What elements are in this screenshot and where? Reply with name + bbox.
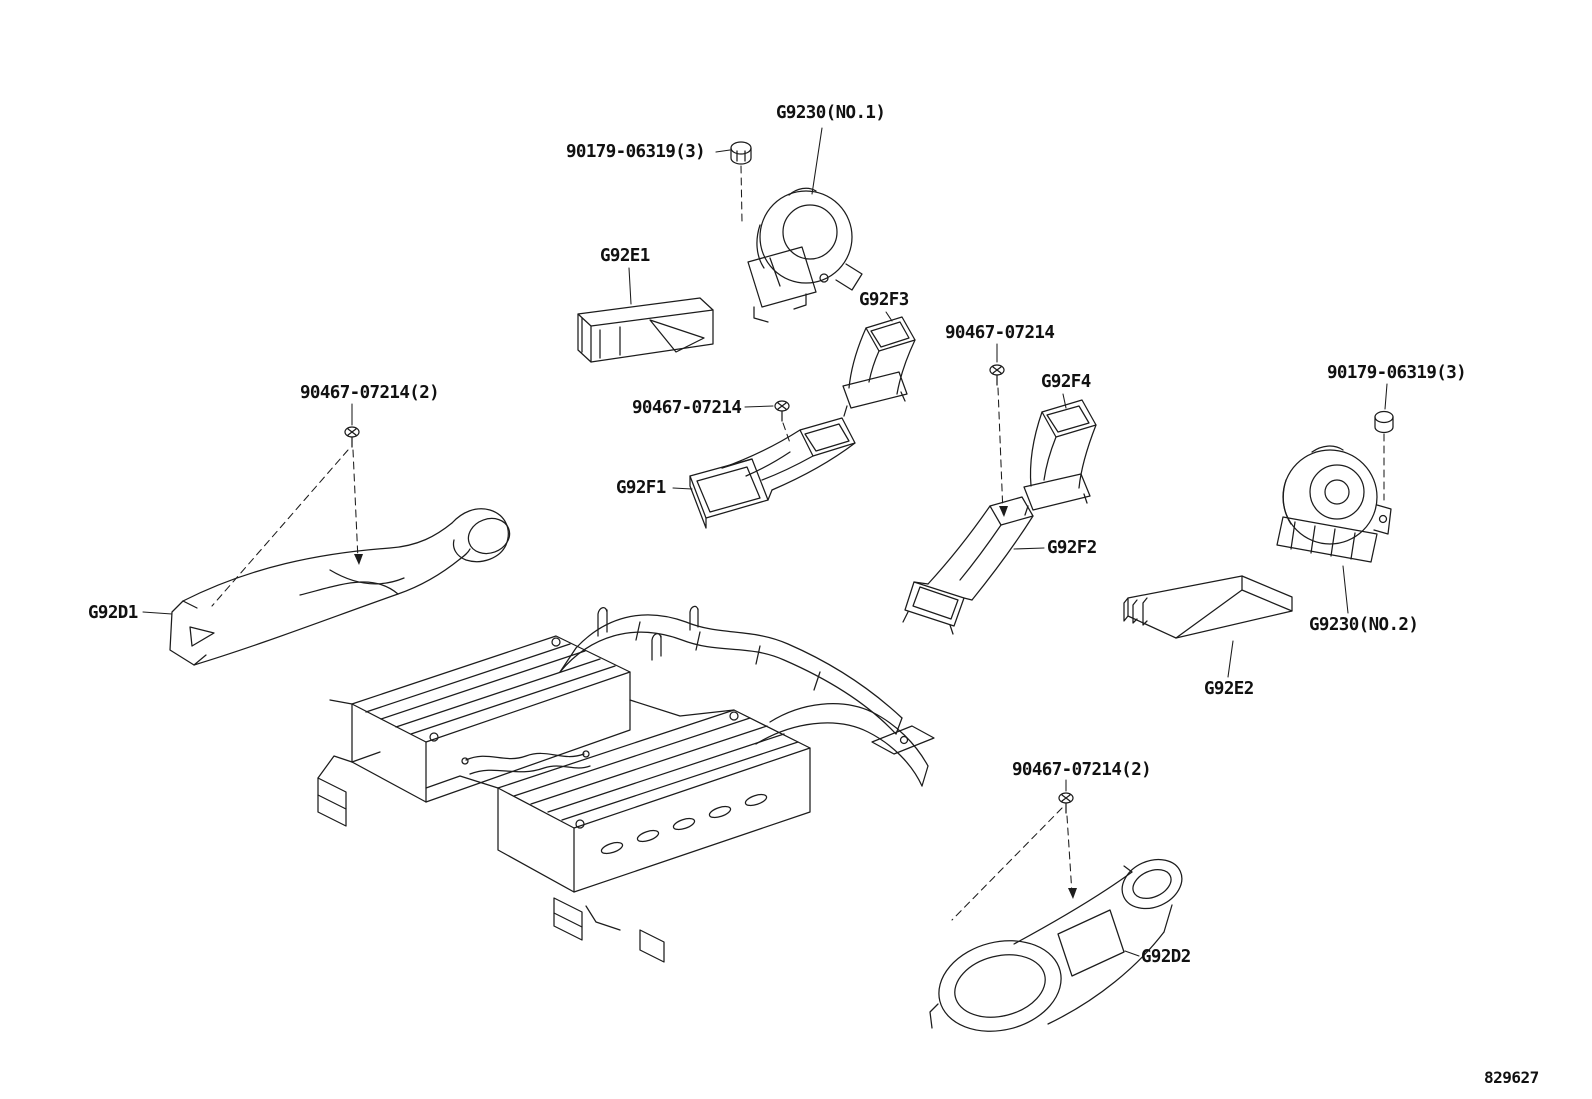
clip-90467-bottom-drawing <box>951 792 1077 921</box>
g92d2-duct-drawing <box>929 858 1183 1032</box>
part-label-bolt-right: 90179-06319(3) <box>1327 363 1467 383</box>
g92f1-duct-drawing <box>689 417 856 529</box>
g92f3-duct-drawing <box>842 316 916 417</box>
part-label-g92f1: G92F1 <box>616 478 666 498</box>
part-label-g92e2: G92E2 <box>1204 679 1254 699</box>
part-label-g92f2: G92F2 <box>1047 538 1097 558</box>
part-label-g92d1: G92D1 <box>88 603 138 623</box>
clip-90467-left-drawing <box>211 426 363 607</box>
part-label-g9230-no2: G9230(NO.2) <box>1309 615 1419 635</box>
g92f2-duct-drawing <box>902 496 1034 635</box>
battery-assembly-drawing <box>317 605 935 963</box>
figure-number: 829627 <box>1484 1068 1539 1087</box>
g92d1-duct-drawing <box>169 508 511 666</box>
part-label-screw-f2: 90467-07214 <box>945 323 1055 343</box>
part-label-g92f3: G92F3 <box>859 290 909 310</box>
bolt-90179-right-drawing <box>1374 410 1394 501</box>
screw-90467-f2-drawing <box>989 364 1008 517</box>
g92f4-duct-drawing <box>1023 399 1097 516</box>
g92e2-duct-drawing <box>1123 575 1293 639</box>
bolt-90179-top-drawing <box>730 141 752 223</box>
g9230-no1-blower-drawing <box>747 187 863 323</box>
g9230-no2-blower-drawing <box>1276 445 1392 563</box>
part-label-g92d2: G92D2 <box>1141 947 1191 967</box>
part-label-screw-mid: 90467-07214 <box>632 398 742 418</box>
part-label-clip-bottom: 90467-07214(2) <box>1012 760 1152 780</box>
part-label-bolt-top: 90179-06319(3) <box>566 142 706 162</box>
part-label-g92f4: G92F4 <box>1041 372 1091 392</box>
part-label-g92e1: G92E1 <box>600 246 650 266</box>
g92e1-duct-drawing <box>577 297 714 363</box>
part-label-clip-left: 90467-07214(2) <box>300 383 440 403</box>
screw-90467-mid-drawing <box>774 400 791 444</box>
leader-lines <box>142 127 1388 957</box>
part-label-g9230-no1: G9230(NO.1) <box>776 103 886 123</box>
